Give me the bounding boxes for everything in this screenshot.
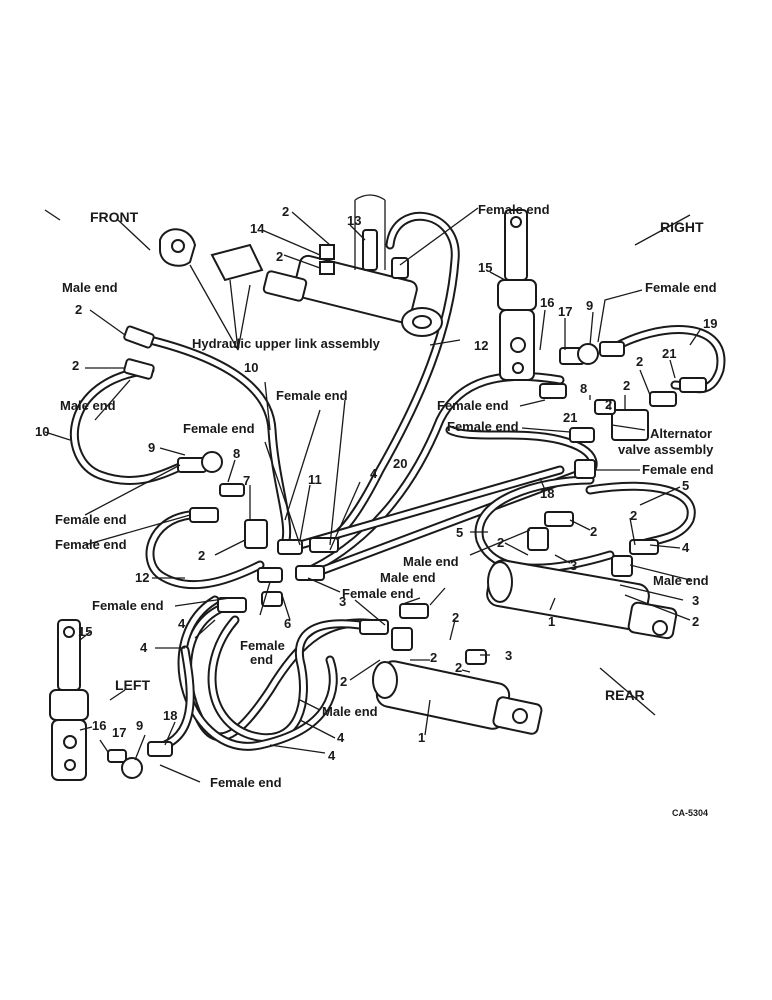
part-number-10: 10 xyxy=(35,424,49,439)
part-number-2: 2 xyxy=(198,548,205,563)
hose-10-inner xyxy=(69,365,190,485)
part-number-8: 8 xyxy=(233,446,240,461)
drawing-code: CA-5304 xyxy=(672,808,708,818)
part-number-4: 4 xyxy=(140,640,148,655)
left-lift-link-15 xyxy=(49,619,89,781)
part-number-17: 17 xyxy=(112,725,126,740)
part-number-9: 9 xyxy=(136,718,143,733)
part-number-16: 16 xyxy=(540,295,554,310)
part-number-19: 19 xyxy=(703,316,717,331)
label-female-end-bottom: Female end xyxy=(210,775,282,790)
label-alternator-2: valve assembly xyxy=(618,442,714,457)
part-number-4: 4 xyxy=(328,748,336,763)
label-female-end-left-3: Female end xyxy=(92,598,164,613)
label-female-end-right: Female end xyxy=(645,280,717,295)
part-number-3: 3 xyxy=(339,594,346,609)
callout-labels: Male end Male end Hydraulic upper link a… xyxy=(55,202,717,790)
label-female-end-left-1: Female end xyxy=(55,512,127,527)
part-number-15: 15 xyxy=(478,260,492,275)
label-female-end-valve-1: Female end xyxy=(437,398,509,413)
part-number-4: 4 xyxy=(178,616,186,631)
part-number-21: 21 xyxy=(563,410,577,425)
part-number-2: 2 xyxy=(276,249,283,264)
part-number-2: 2 xyxy=(452,610,459,625)
hose-4-lower-2 xyxy=(207,615,365,743)
label-male-end-mid: Male end xyxy=(403,554,459,569)
part-number-2: 2 xyxy=(282,204,289,219)
part-number-2: 2 xyxy=(455,660,462,675)
part-number-3: 3 xyxy=(570,558,577,573)
label-alternator-1: Alternator xyxy=(650,426,712,441)
label-male-end-2: Male end xyxy=(60,398,116,413)
label-male-end-center: Male end xyxy=(380,570,436,585)
right-lift-link-15 xyxy=(497,209,537,381)
label-left: LEFT xyxy=(115,677,150,693)
part-number-13: 13 xyxy=(347,213,361,228)
label-male-end-1: Male end xyxy=(62,280,118,295)
part-number-20: 20 xyxy=(393,456,407,471)
alternator-valve xyxy=(611,409,649,441)
part-number-14: 14 xyxy=(250,221,265,236)
part-number-2: 2 xyxy=(630,508,637,523)
part-number-2: 2 xyxy=(72,358,79,373)
part-number-5: 5 xyxy=(682,478,689,493)
direction-labels: FRONT RIGHT LEFT REAR xyxy=(90,209,704,703)
part-number-9: 9 xyxy=(148,440,155,455)
part-number-3: 3 xyxy=(692,593,699,608)
label-male-end-lower: Male end xyxy=(322,704,378,719)
cylinder-right-1 xyxy=(486,559,678,640)
part-number-2: 2 xyxy=(590,524,597,539)
part-number-2: 2 xyxy=(605,397,612,412)
label-male-end-right: Male end xyxy=(653,573,709,588)
part-number-2: 2 xyxy=(692,614,699,629)
part-number-2: 2 xyxy=(340,674,347,689)
part-number-4: 4 xyxy=(682,540,690,555)
part-number-5: 5 xyxy=(456,525,463,540)
label-female-end-left-2: Female end xyxy=(55,537,127,552)
part-number-6: 6 xyxy=(284,616,291,631)
label-female-end-stack-1: Female xyxy=(240,638,285,653)
part-number-4: 4 xyxy=(370,466,378,481)
label-rear: REAR xyxy=(605,687,645,703)
label-female-end-valve-2: Female end xyxy=(447,419,519,434)
part-number-4: 4 xyxy=(337,730,345,745)
part-number-2: 2 xyxy=(636,354,643,369)
label-front: FRONT xyxy=(90,209,139,225)
part-number-2: 2 xyxy=(497,535,504,550)
part-number-21: 21 xyxy=(662,346,676,361)
part-number-12: 12 xyxy=(135,570,149,585)
part-number-12: 12 xyxy=(474,338,488,353)
part-number-1: 1 xyxy=(418,730,425,745)
part-numbers: 2 14 2 13 15 2 2 16 17 9 19 12 10 2 21 8… xyxy=(35,204,717,763)
leader-lines xyxy=(44,207,701,783)
label-female-end-mid: Female end xyxy=(276,388,348,403)
part-number-17: 17 xyxy=(558,304,572,319)
label-female-end-center: Female end xyxy=(342,586,414,601)
cylinder-left-1 xyxy=(372,660,543,735)
part-number-10: 10 xyxy=(244,360,258,375)
part-number-15: 15 xyxy=(78,624,92,639)
part-number-1: 1 xyxy=(548,614,555,629)
upper-link-assembly xyxy=(159,194,443,337)
part-number-11: 11 xyxy=(308,472,322,487)
part-number-8: 8 xyxy=(580,381,587,396)
part-number-3: 3 xyxy=(505,648,512,663)
part-number-9: 9 xyxy=(586,298,593,313)
label-female-end-top: Female end xyxy=(478,202,550,217)
fittings xyxy=(107,257,707,779)
part-number-2: 2 xyxy=(75,302,82,317)
label-female-end-valve-3: Female end xyxy=(642,462,714,477)
label-hydraulic-upper-link: Hydraulic upper link assembly xyxy=(192,336,381,351)
part-number-2: 2 xyxy=(430,650,437,665)
part-number-18: 18 xyxy=(163,708,177,723)
label-female-end-left-top: Female end xyxy=(183,421,255,436)
part-number-2: 2 xyxy=(623,378,630,393)
part-number-7: 7 xyxy=(243,473,250,488)
label-right: RIGHT xyxy=(660,219,704,235)
part-number-16: 16 xyxy=(92,718,106,733)
label-female-end-stack-2: end xyxy=(250,652,273,667)
part-number-18: 18 xyxy=(540,486,554,501)
